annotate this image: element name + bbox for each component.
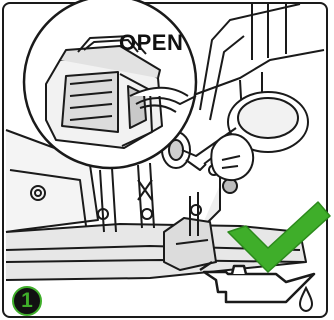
oil-drop-icon bbox=[300, 288, 312, 311]
step-number-badge: 1 bbox=[12, 286, 42, 316]
open-label: OPEN bbox=[119, 30, 183, 56]
inset-circle bbox=[24, 0, 196, 168]
